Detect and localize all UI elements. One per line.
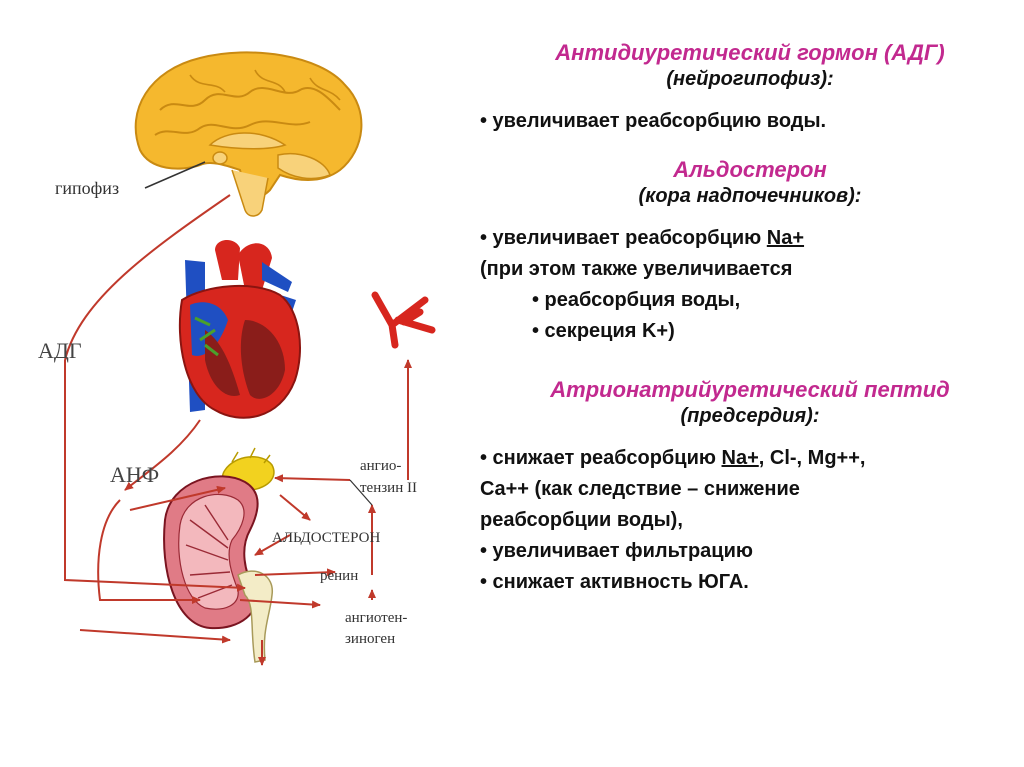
- arrow-kidney-right: [239, 599, 321, 609]
- aldosterone-source: (кора надпочечников):: [638, 185, 862, 207]
- label-renin: ренин: [320, 568, 358, 584]
- heart-illustration: [178, 239, 301, 419]
- section-adh: Антидиуретический гормон (АДГ) (нейрогип…: [480, 40, 1020, 137]
- arrow-angiotensin-to-adrenal: [274, 474, 351, 483]
- aldosterone-effect-3: • реабсорбция воды,: [532, 289, 741, 311]
- adh-effect: • увеличивает реабсорбцию воды.: [480, 110, 827, 132]
- aldosterone-title: Альдостерон: [673, 157, 827, 182]
- arrow-brain-to-adh-path: [64, 194, 231, 361]
- brain-illustration: [134, 51, 363, 217]
- label-adh: АДГ: [38, 338, 82, 363]
- arrow-renin-from-kidney: [254, 568, 336, 577]
- arrow-adh-down: [64, 360, 246, 592]
- anp-title: Атрионатрийуретический пептид: [550, 377, 950, 402]
- adh-source: (нейрогипофиз):: [666, 68, 834, 90]
- label-angiotensinogen-line2: зиноген: [345, 631, 395, 647]
- anp-source: (предсердия):: [680, 405, 820, 427]
- arrow-adh-to-kidney: [79, 629, 231, 644]
- arrow-heart-to-anf: [124, 419, 201, 491]
- anp-effect-2: Ca++ (как следствие – снижение: [480, 478, 800, 500]
- flow-arrows: [64, 194, 412, 666]
- section-aldosterone: Альдостерон (кора надпочечников): • увел…: [480, 157, 1020, 347]
- label-angiotensin-ii-line1: ангио-: [360, 458, 401, 474]
- arrow-anf-to-kidney: [97, 499, 201, 604]
- arrow-adrenal-to-aldosterone: [279, 494, 311, 521]
- adh-title: Антидиуретический гормон (АДГ): [555, 40, 945, 65]
- kidney-illustration: [163, 447, 275, 663]
- arrow-anf-to-adrenal: [129, 485, 226, 511]
- arteriole-illustration: [371, 291, 436, 349]
- angiotensin-ii-connector: [349, 479, 373, 506]
- label-angiotensin-ii-line2: тензин II: [360, 480, 417, 496]
- anp-effect-5: • снижает активность ЮГА.: [480, 571, 749, 593]
- pituitary-pointer: [144, 161, 206, 189]
- arrow-aldosterone-to-kidney: [254, 534, 291, 556]
- label-angiotensinogen-line1: ангиотен-: [345, 610, 407, 626]
- anp-effect-3: реабсорбции воды),: [480, 509, 683, 531]
- section-anp: Атрионатрийуретический пептид (предсерди…: [480, 377, 1020, 598]
- label-aldosterone: АЛЬДОСТЕРОН: [272, 530, 380, 546]
- label-pituitary: гипофиз: [55, 178, 119, 198]
- label-anf: АНФ: [110, 462, 159, 487]
- hormone-descriptions: Антидиуретический гормон (АДГ) (нейрогип…: [480, 40, 1020, 598]
- aldosterone-effect-4: • секреция K+): [532, 320, 675, 342]
- anp-effect-1: • снижает реабсорбцию Na+, Cl-, Mg++,: [480, 447, 866, 469]
- aldosterone-effect-2: (при этом также увеличивается: [480, 258, 793, 280]
- aldosterone-effect-1: • увеличивает реабсорбцию Na+: [480, 227, 805, 249]
- anp-effect-4: • увеличивает фильтрацию: [480, 540, 753, 562]
